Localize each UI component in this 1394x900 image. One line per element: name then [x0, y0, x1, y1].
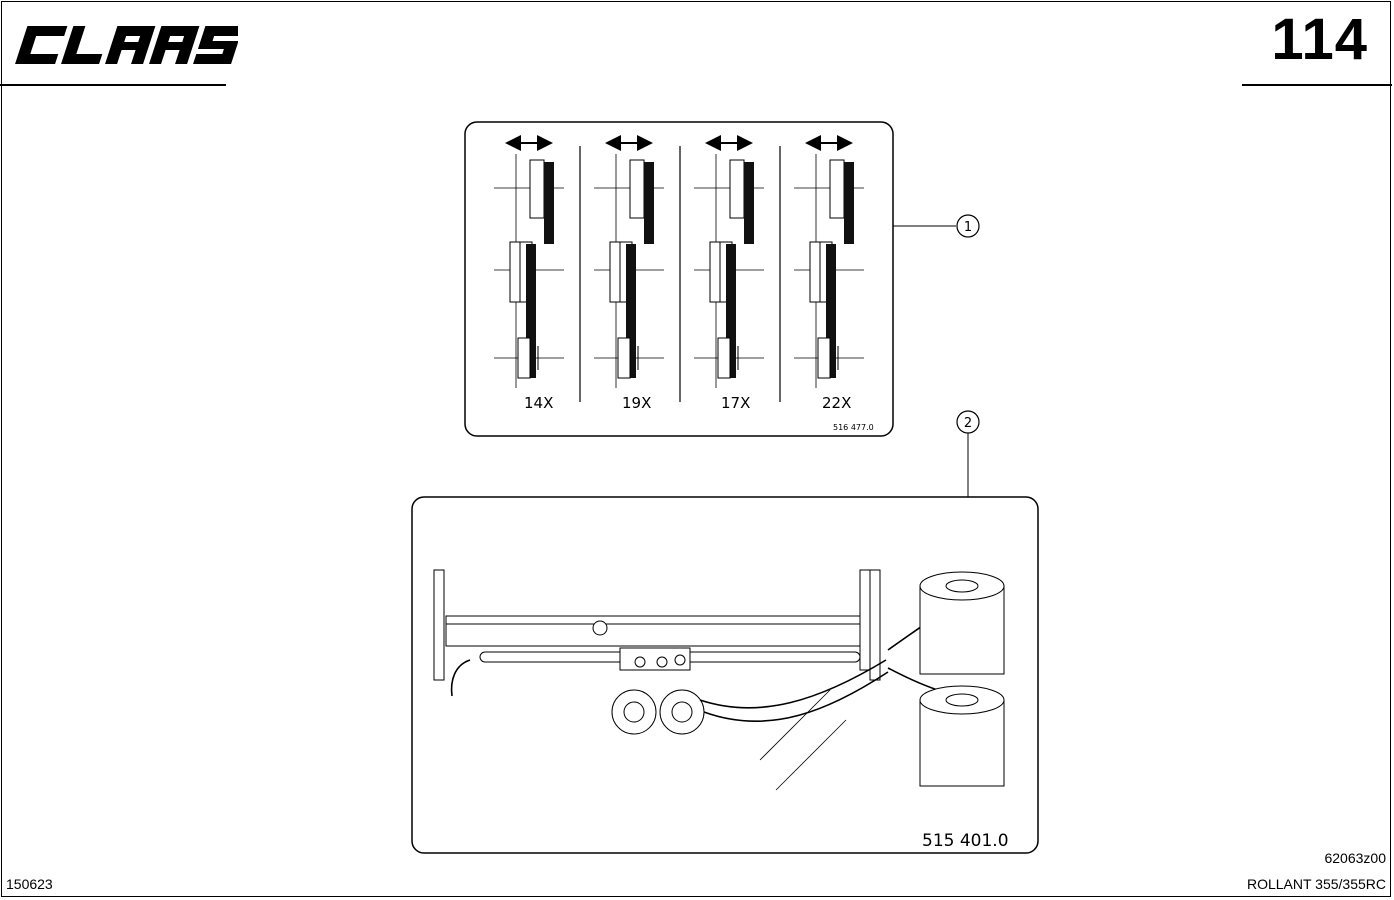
callout-2-label: 2 [964, 416, 972, 431]
logo-underline [0, 84, 226, 86]
callout-1-circle [956, 214, 980, 238]
pulley-arrangement-22x [793, 153, 865, 389]
cylinder-assembly [479, 620, 861, 671]
pulley-arrangement-14x [493, 153, 565, 389]
page-number: 114 [1271, 7, 1368, 72]
ratio-label: 17X [721, 394, 750, 412]
date-code: 150623 [6, 876, 53, 892]
ratio-label: 14X [524, 394, 553, 412]
figure-2-part-number: 515 401.0 [922, 831, 1009, 851]
claas-logo [15, 26, 238, 64]
figure-1-frame [464, 121, 894, 437]
ratio-label: 19X [622, 394, 651, 412]
bale-lower [919, 685, 1005, 787]
model-name: ROLLANT 355/355RC [1246, 876, 1386, 892]
pulley-arrangement-19x [593, 153, 665, 389]
bale-upper [919, 571, 1005, 675]
page-number-underline [1242, 84, 1392, 86]
sensor-pulleys [611, 689, 705, 735]
figure-2-frame [411, 496, 1039, 854]
figure-1-part-number: 516 477.0 [833, 423, 874, 432]
ratio-label: 22X [822, 394, 851, 412]
pulley-arrangement-17x [693, 153, 765, 389]
document-code: 62063z00 [1324, 850, 1386, 866]
callout-1-label: 1 [964, 220, 972, 235]
